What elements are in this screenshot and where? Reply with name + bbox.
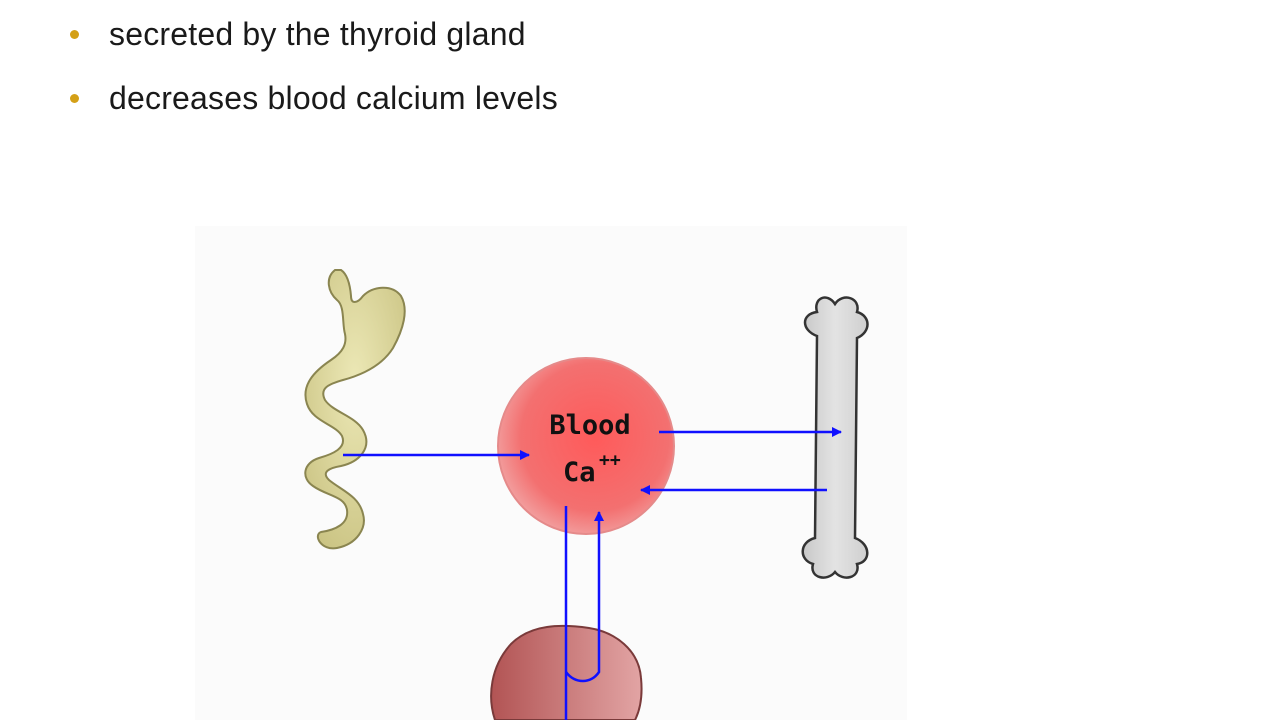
diagram-canvas: Blood Ca ++ (304, 269, 869, 720)
calcitonin-diagram: Blood Ca ++ (195, 226, 907, 720)
bullet-item: secreted by the thyroid gland (70, 14, 526, 54)
calcium-charge-label: ++ (599, 450, 621, 471)
bullet-item: decreases blood calcium levels (70, 78, 558, 118)
bullet-dot-icon (70, 93, 79, 103)
calcium-label: Ca (563, 457, 596, 488)
bone-icon (801, 296, 869, 579)
bullet-text: secreted by the thyroid gland (109, 15, 526, 52)
bullet-text: decreases blood calcium levels (109, 79, 558, 116)
blood-label: Blood (549, 410, 630, 441)
arrows (343, 427, 842, 720)
intestine-icon (304, 269, 406, 550)
bullet-dot-icon (70, 29, 79, 39)
blood-pool-icon (497, 357, 675, 535)
kidney-to-blood-arrow (565, 511, 604, 683)
